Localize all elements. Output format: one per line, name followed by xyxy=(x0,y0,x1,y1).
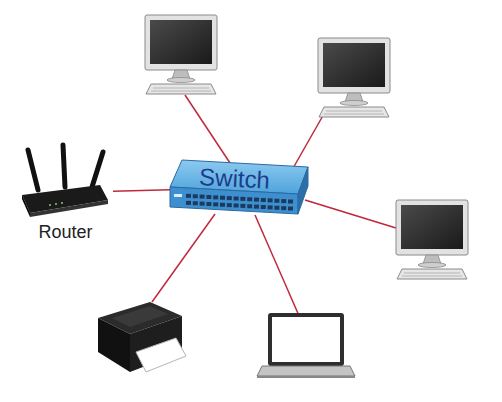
switch-port xyxy=(200,195,205,199)
network-wire xyxy=(152,214,215,302)
switch-port xyxy=(274,206,279,210)
router-antenna xyxy=(28,150,38,190)
switch-port xyxy=(281,199,286,203)
switch-port xyxy=(227,196,232,200)
switch-led xyxy=(174,194,182,197)
printer-side xyxy=(98,318,130,372)
network-wire xyxy=(255,215,300,318)
laptop-screen xyxy=(272,317,340,362)
switch-port xyxy=(254,205,259,209)
laptop-edge xyxy=(257,376,355,378)
desktop-computer xyxy=(145,15,217,94)
switch-port xyxy=(220,203,225,207)
network-wire xyxy=(292,112,325,170)
network-cable xyxy=(113,190,170,191)
desktop-computer xyxy=(318,38,390,117)
switch-side xyxy=(298,167,308,214)
network-switch: Switch xyxy=(170,158,310,218)
switch-port xyxy=(220,196,225,200)
laptop-lid xyxy=(268,313,344,366)
switch-port xyxy=(288,199,293,203)
printer-slot xyxy=(112,306,168,327)
switch-port xyxy=(268,205,273,209)
switch-port xyxy=(193,201,198,205)
router-led xyxy=(49,204,51,206)
switch-port xyxy=(193,194,198,198)
switch-port xyxy=(206,202,211,206)
switch-port xyxy=(240,197,245,201)
router-antenna xyxy=(63,145,65,187)
node-label: Switch xyxy=(199,163,271,195)
switch-port xyxy=(274,199,279,203)
switch-port xyxy=(186,194,191,198)
switch-port xyxy=(288,206,293,210)
laptop-base xyxy=(257,366,355,376)
router-body-front xyxy=(30,200,108,217)
switch-port xyxy=(206,195,211,199)
desktop-computer xyxy=(396,200,468,279)
switch-port xyxy=(261,205,266,209)
router-antenna xyxy=(92,152,103,187)
switch-port xyxy=(261,198,266,202)
switch-port xyxy=(247,204,252,208)
switch-port xyxy=(227,203,232,207)
switch-port xyxy=(234,203,239,207)
router-body-side xyxy=(22,195,30,217)
printer-icon xyxy=(98,302,186,372)
device-node: Router xyxy=(18,140,113,245)
switch-port xyxy=(254,198,259,202)
switch-port xyxy=(247,197,252,201)
network-wire xyxy=(305,200,396,228)
switch-port xyxy=(234,196,239,200)
network-wire xyxy=(185,95,232,166)
printer-paper xyxy=(136,338,186,372)
switch-port xyxy=(186,201,191,205)
switch-port xyxy=(281,206,286,210)
router-icon xyxy=(22,145,108,217)
router-led xyxy=(55,203,57,205)
router-led xyxy=(61,202,63,204)
switch-port xyxy=(268,198,273,202)
network-wires xyxy=(152,95,396,318)
switch-port xyxy=(200,202,205,206)
node-label: Router xyxy=(18,222,113,243)
laptop-icon xyxy=(257,313,355,378)
switch-port xyxy=(240,204,245,208)
switch-port xyxy=(213,202,218,206)
switch-port xyxy=(213,195,218,199)
